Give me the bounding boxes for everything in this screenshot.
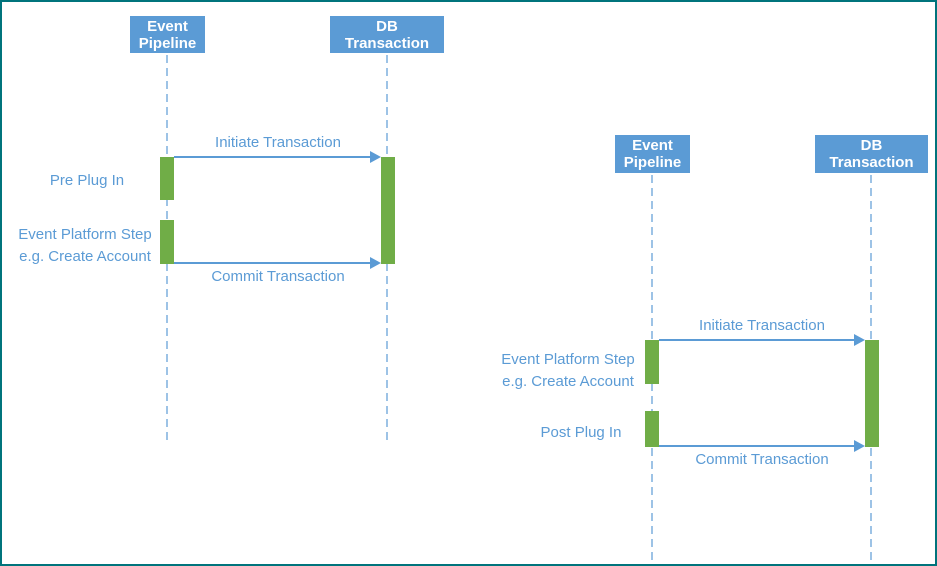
step-label-post-plug-in: Post Plug In: [540, 424, 622, 441]
step-label-line1: Event Platform Step: [18, 226, 152, 243]
message-label-initiate: Initiate Transaction: [699, 317, 825, 334]
arrowhead-icon: [370, 257, 381, 269]
arrowhead-icon: [370, 151, 381, 163]
participant-label-line2: Pipeline: [138, 34, 197, 52]
message-arrow-commit: [174, 262, 372, 264]
step-label-pre-plug-in: Pre Plug In: [49, 172, 125, 189]
activation-db-transaction: [865, 340, 879, 447]
activation-event-platform-step: [645, 340, 659, 384]
participant-label-line2: Transaction: [829, 154, 914, 171]
step-label-line2: e.g. Create Account: [19, 248, 151, 265]
message-arrow-initiate: [174, 156, 372, 158]
step-label-line1: Event Platform Step: [501, 351, 635, 368]
message-label-initiate: Initiate Transaction: [215, 134, 341, 151]
arrowhead-icon: [854, 334, 865, 346]
activation-pre-plug-in: [160, 157, 174, 200]
participant-label-line1: Event: [632, 137, 673, 154]
participant-label-line2: Pipeline: [623, 154, 682, 171]
participant-event-pipeline: Event Pipeline: [130, 16, 205, 53]
message-arrow-commit: [659, 445, 856, 447]
activation-db-transaction: [381, 157, 395, 264]
participant-db-transaction: DB Transaction: [330, 16, 444, 53]
arrowhead-icon: [854, 440, 865, 452]
message-label-commit: Commit Transaction: [211, 268, 345, 285]
participant-label-line1: DB: [376, 17, 398, 35]
participant-label-line1: DB: [860, 137, 883, 154]
step-label-event-platform-step: Event Platform Step e.g. Create Account: [9, 224, 161, 268]
activation-post-plug-in: [645, 411, 659, 447]
activation-event-platform-step: [160, 220, 174, 264]
participant-db-transaction: DB Transaction: [815, 135, 928, 173]
message-label-commit: Commit Transaction: [695, 451, 829, 468]
participant-label-line2: Transaction: [344, 34, 430, 52]
participant-label-line1: Event: [147, 17, 188, 35]
step-label-event-platform-step: Event Platform Step e.g. Create Account: [492, 349, 644, 393]
step-label-line2: e.g. Create Account: [502, 373, 634, 390]
participant-event-pipeline: Event Pipeline: [615, 135, 690, 173]
message-arrow-initiate: [659, 339, 856, 341]
